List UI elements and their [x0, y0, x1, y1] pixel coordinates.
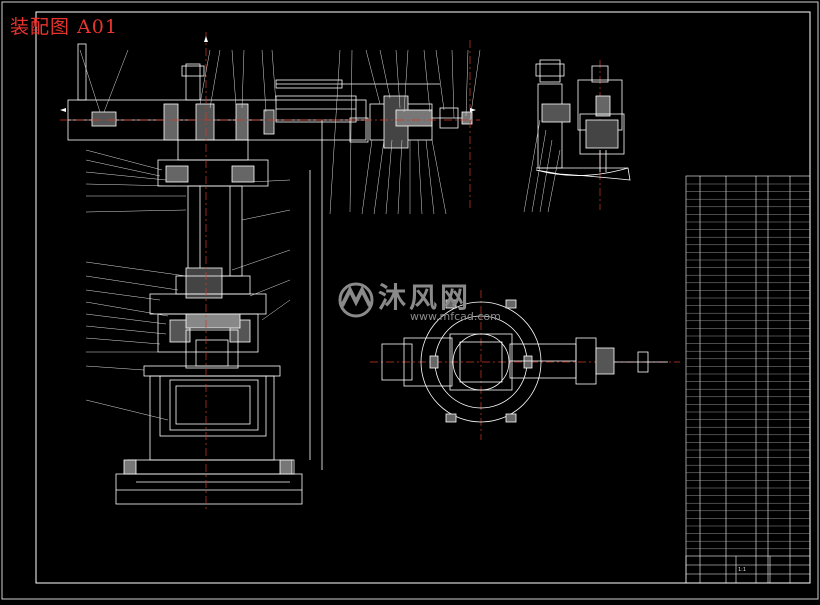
parts-list: [685, 175, 811, 584]
parts-list-rows: [686, 183, 810, 549]
leader-lines-left: [85, 149, 187, 421]
title-block-scale: 1:1: [738, 567, 747, 573]
drawing-title: 装配图 A01: [10, 16, 118, 38]
leader-lines-right: [231, 179, 291, 321]
watermark-url: www.mfcad.com: [410, 310, 501, 323]
side-view: [535, 59, 631, 181]
leader-lines-side: [523, 119, 561, 213]
top-view: [381, 299, 668, 423]
watermark-text: 沐风网: [378, 281, 472, 314]
watermark: 沐风网 www.mfcad.com: [334, 276, 501, 340]
mfcad-logo-icon: [338, 282, 374, 318]
leader-lines-top: [79, 49, 481, 215]
title-block: [685, 555, 811, 584]
section-markers: [60, 36, 476, 112]
front-view: [67, 43, 473, 505]
